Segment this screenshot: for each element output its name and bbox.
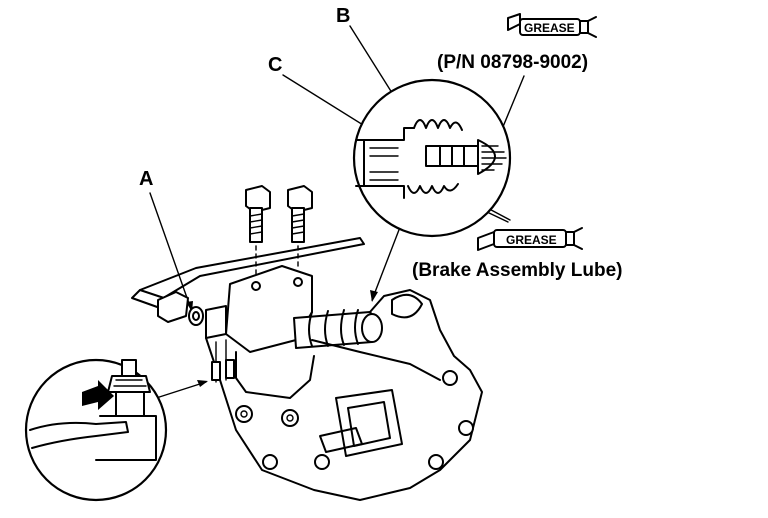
callout-c: C xyxy=(268,54,282,76)
callout-a: A xyxy=(139,168,153,190)
mounting-bolts xyxy=(245,185,313,277)
lube-note: (Brake Assembly Lube) xyxy=(412,260,622,281)
part-number-note: (P/N 08798-9002) xyxy=(437,52,588,73)
grease-tube-icon-bottom: GREASE xyxy=(477,227,583,251)
slave-cylinder-assembly xyxy=(131,185,483,501)
bleeder-inset-circle xyxy=(24,358,168,502)
grease-label-top: GREASE xyxy=(524,21,575,35)
seal-detail-circle xyxy=(352,78,512,238)
grease-label-bottom: GREASE xyxy=(506,233,557,247)
grease-tube-icon-top: GREASE xyxy=(507,13,597,38)
arrow-icon xyxy=(82,380,114,410)
line-fitting-a xyxy=(157,291,204,326)
callout-b: B xyxy=(336,5,350,27)
